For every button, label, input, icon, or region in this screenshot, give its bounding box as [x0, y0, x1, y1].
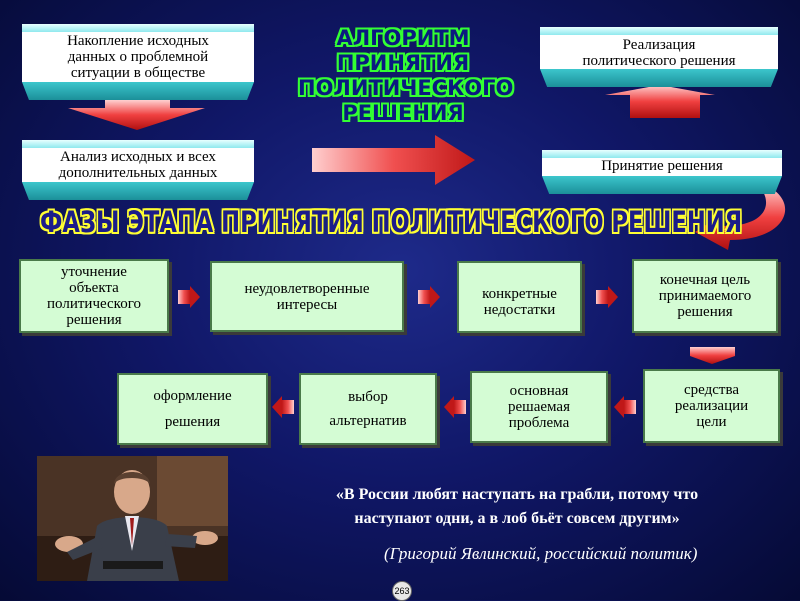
arrow-down-2 — [690, 347, 735, 364]
phase-clarify-line3: политического — [47, 296, 141, 312]
step-realization-line1: Реализация — [622, 37, 696, 53]
arrow-small-l3 — [272, 396, 294, 418]
phase-formalize-line2: решения — [164, 414, 221, 430]
phase-shortcomings-line1: конкретные — [482, 286, 557, 302]
step-decision-label: Принятие решения — [601, 158, 723, 174]
phases-title: ФАЗЫ ЭТАПА ПРИНЯТИЯ ПОЛИТИЧЕСКОГО РЕШЕНИ… — [40, 205, 743, 239]
step-analysis-line2: дополнительных данных — [58, 165, 218, 181]
quote-text: «В России любят наступать на грабли, пот… — [252, 483, 782, 531]
phase-problem-line3: проблема — [508, 415, 570, 431]
title-line2: ПРИНЯТИЯ — [336, 51, 470, 75]
phase-alternatives-line1: выбор — [348, 389, 388, 405]
arrow-small-r1 — [178, 286, 200, 308]
phase-means-line1: средства — [683, 382, 739, 398]
step-accumulation-line1: Накопление исходных — [67, 33, 209, 49]
phase-final-goal: конечная цель принимаемого решения — [632, 259, 778, 333]
arrow-curved — [695, 185, 786, 250]
arrow-small-r3 — [596, 286, 618, 308]
phase-main-problem: основная решаемая проблема — [470, 371, 608, 443]
step-analysis-box: Анализ исходных и всех дополнительных да… — [22, 140, 254, 200]
phase-alternatives-line2: альтернатив — [329, 413, 407, 429]
step-accumulation-line3: ситуации в обществе — [70, 65, 206, 81]
page-number: 263 — [394, 586, 410, 596]
phase-means-line2: реализации — [674, 398, 749, 414]
step-realization-line2: политического решения — [582, 53, 736, 69]
phase-problem-line1: основная — [509, 383, 569, 399]
arrow-right-main — [312, 135, 475, 185]
step-analysis-line1: Анализ исходных и всех — [60, 149, 216, 165]
step-realization-box: Реализация политического решения — [540, 27, 778, 87]
title-line3: ПОЛИТИЧЕСКОГО — [298, 76, 514, 100]
phase-clarify-line2: объекта — [69, 280, 119, 296]
phase-goal-line1: конечная цель — [659, 272, 751, 288]
phase-shortcomings-line2: недостатки — [483, 302, 556, 318]
quote-line2: наступают одни, а в лоб бьёт совсем друг… — [354, 510, 680, 527]
phase-clarify-line1: уточнение — [61, 264, 127, 280]
phase-goal-line2: принимаемого — [658, 288, 752, 304]
phase-means: средства реализации цели — [643, 369, 780, 443]
phase-formalize-decision: оформление решения — [117, 373, 268, 445]
portrait-photo — [37, 456, 228, 581]
arrow-small-l2 — [444, 396, 466, 418]
step-accumulation-box: Накопление исходных данных о проблемной … — [22, 24, 254, 100]
phase-choose-alternatives: выбор альтернатив — [299, 373, 437, 445]
step-accumulation-line2: данных о проблемной — [67, 49, 209, 65]
phase-specific-shortcomings: конкретные недостатки — [457, 261, 582, 333]
page-number-badge: 263 — [392, 581, 412, 601]
phase-formalize-line1: оформление — [153, 388, 232, 404]
arrow-up-1 — [605, 85, 715, 118]
title-line1: АЛГОРИТМ — [336, 26, 470, 50]
algorithm-title: АЛГОРИТМ ПРИНЯТИЯ ПОЛИТИЧЕСКОГО РЕШЕНИЯ — [298, 26, 514, 126]
phase-clarify-line4: решения — [66, 312, 122, 328]
phase-problem-line2: решаемая — [508, 399, 570, 415]
arrow-small-l1 — [614, 396, 636, 418]
title-line4: РЕШЕНИЯ — [342, 101, 464, 125]
phase-unmet-line1: неудовлетворенные — [244, 280, 370, 297]
phase-unmet-interests: неудовлетворенные интересы — [210, 261, 404, 332]
quote-author: (Григорий Явлинский, российский политик) — [384, 544, 698, 563]
phase-means-line3: цели — [696, 414, 727, 430]
phase-clarify-object: уточнение объекта политического решения — [19, 259, 169, 333]
step-decision-box: Принятие решения — [542, 150, 782, 194]
quote-line1: «В России любят наступать на грабли, пот… — [335, 486, 699, 503]
phase-unmet-line2: интересы — [276, 296, 338, 313]
portrait-illustration — [37, 456, 228, 581]
arrow-small-r2 — [418, 286, 440, 308]
phase-goal-line3: решения — [677, 304, 733, 320]
arrow-down-1 — [68, 100, 205, 130]
